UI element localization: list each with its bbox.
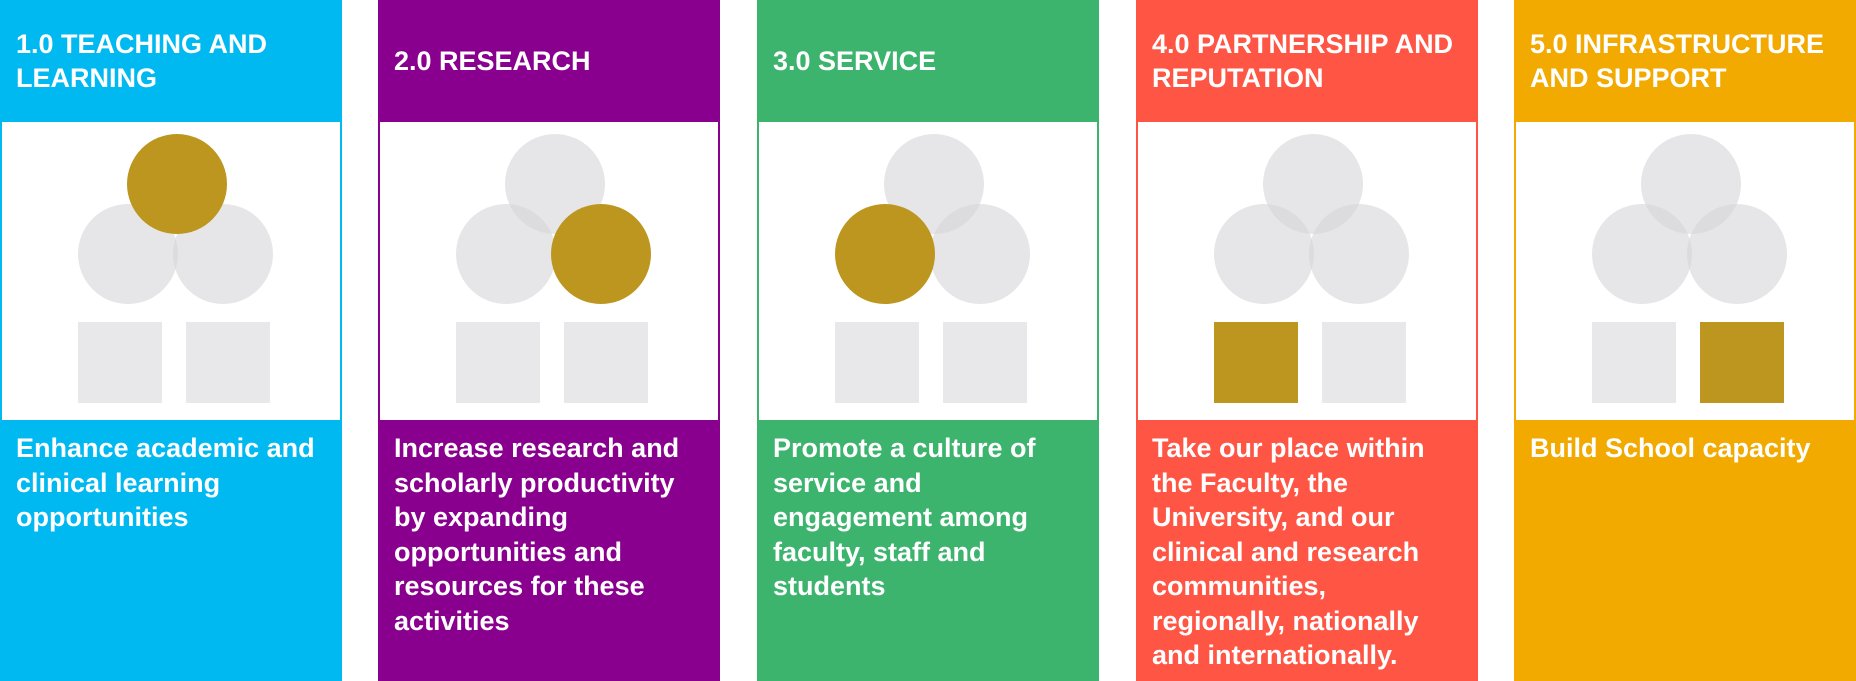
right-square-shape — [186, 322, 270, 403]
pillar-description: Enhance academic and clinical learning o… — [16, 433, 315, 532]
left-square-shape — [78, 322, 162, 403]
pillar-footer: Enhance academic and clinical learning o… — [0, 420, 342, 681]
pillar-footer: Promote a culture of service and engagem… — [757, 420, 1099, 681]
pillar-title: 2.0 RESEARCH — [394, 46, 591, 76]
left-circle-shape — [78, 204, 178, 304]
pillar-partnership-and-reputation: 4.0 PARTNERSHIP AND REPUTATION Take our … — [1136, 0, 1478, 681]
pillar-footer: Take our place within the Faculty, the U… — [1136, 420, 1478, 681]
left-square-shape — [456, 322, 540, 403]
left-square-highlighted-shape — [1214, 322, 1298, 403]
emblem-svg — [1214, 134, 1409, 403]
pillar-header: 1.0 TEACHING AND LEARNING — [0, 0, 342, 122]
pillar-footer: Increase research and scholarly producti… — [378, 420, 720, 681]
emblem-svg — [456, 134, 651, 403]
pillar-header: 5.0 INFRASTRUCTURE AND SUPPORT — [1514, 0, 1856, 122]
pillar-header: 2.0 RESEARCH — [378, 0, 720, 122]
pillar-description: Increase research and scholarly producti… — [394, 433, 680, 636]
right-square-shape — [1322, 322, 1406, 403]
pillar-footer: Build School capacity — [1514, 420, 1856, 681]
right-circle-highlighted-shape — [551, 204, 651, 304]
emblem-svg — [78, 134, 273, 403]
pillar-title: 5.0 INFRASTRUCTURE AND SUPPORT — [1530, 29, 1825, 93]
pillar-service: 3.0 SERVICE Promote a culture of service… — [757, 0, 1099, 681]
top-circle-shape — [1641, 134, 1741, 234]
right-square-highlighted-shape — [1700, 322, 1784, 403]
pillar-title: 4.0 PARTNERSHIP AND REPUTATION — [1152, 29, 1454, 93]
pillar-title: 1.0 TEACHING AND LEARNING — [16, 29, 268, 93]
pillar-description: Take our place within the Faculty, the U… — [1152, 433, 1425, 670]
pillar-emblem — [759, 122, 1097, 420]
top-circle-shape — [1263, 134, 1363, 234]
emblem-svg — [1592, 134, 1787, 403]
pillar-description: Promote a culture of service and engagem… — [773, 433, 1036, 601]
pillar-emblem — [2, 122, 340, 420]
pillar-header: 4.0 PARTNERSHIP AND REPUTATION — [1136, 0, 1478, 122]
pillar-title: 3.0 SERVICE — [773, 46, 937, 76]
top-circle-shape — [884, 134, 984, 234]
pillar-teaching-and-learning: 1.0 TEACHING AND LEARNING Enhance academ… — [0, 0, 342, 681]
pillar-infrastructure-and-support: 5.0 INFRASTRUCTURE AND SUPPORT Build Sch… — [1514, 0, 1856, 681]
left-circle-highlighted-shape — [835, 204, 935, 304]
pillar-header: 3.0 SERVICE — [757, 0, 1099, 122]
right-square-shape — [943, 322, 1027, 403]
pillar-emblem — [1516, 122, 1854, 420]
pillar-description: Build School capacity — [1530, 433, 1811, 463]
left-square-shape — [1592, 322, 1676, 403]
left-circle-shape — [1214, 204, 1314, 304]
left-circle-shape — [1592, 204, 1692, 304]
emblem-svg — [835, 134, 1030, 403]
left-circle-shape — [456, 204, 556, 304]
left-square-shape — [835, 322, 919, 403]
pillar-research: 2.0 RESEARCH Increase research and schol… — [378, 0, 720, 681]
right-square-shape — [564, 322, 648, 403]
pillar-emblem — [380, 122, 718, 420]
top-circle-highlighted-shape — [127, 134, 227, 234]
pillar-emblem — [1138, 122, 1476, 420]
